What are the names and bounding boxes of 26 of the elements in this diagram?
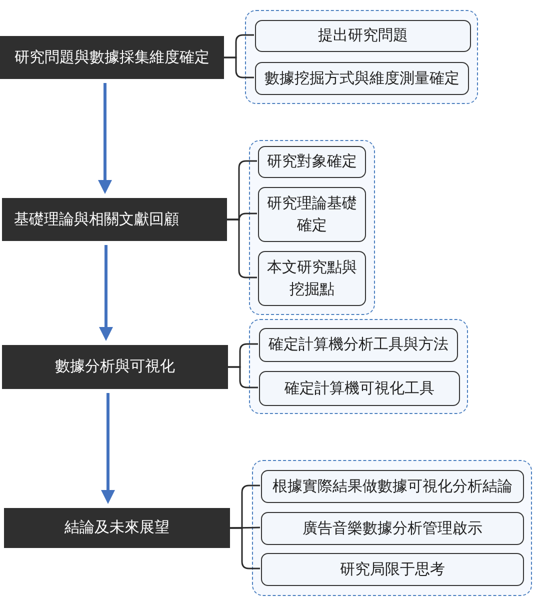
group-frame xyxy=(249,140,375,315)
step-box: 結論及未來展望 xyxy=(4,508,230,548)
connector-line xyxy=(227,218,257,278)
step-box: 研究問題與數據採集維度確定 xyxy=(0,36,224,79)
task-box: 本文研究點與挖掘點 xyxy=(258,251,366,306)
arrow xyxy=(101,393,115,504)
task-box: 廣告音樂數據分析管理啟示 xyxy=(261,512,524,545)
group-frame xyxy=(249,319,468,414)
task-box: 研究理論基礎確定 xyxy=(258,187,366,242)
connector-line xyxy=(224,56,254,78)
step-box: 基礎理論與相關文獻回顧 xyxy=(2,198,227,241)
group-frame xyxy=(252,460,532,596)
task-box: 提出研究問題 xyxy=(255,20,471,52)
step-box: 數據分析與可視化 xyxy=(2,345,228,389)
connector-line xyxy=(230,527,260,570)
task-box: 確定計算機可視化工具 xyxy=(259,371,460,406)
task-box: 確定計算機分析工具與方法 xyxy=(259,328,458,362)
connector-line xyxy=(228,366,258,388)
task-box: 研究對象確定 xyxy=(258,146,366,178)
task-box: 研究局限于思考 xyxy=(261,553,524,586)
arrow xyxy=(98,83,112,194)
group-frame xyxy=(245,10,478,104)
connector-line xyxy=(230,526,260,529)
task-box: 數據挖掘方式與維度測量確定 xyxy=(255,62,469,95)
task-box: 根據實際結果做數據可視化分析結論 xyxy=(261,470,524,503)
arrow xyxy=(99,245,113,341)
